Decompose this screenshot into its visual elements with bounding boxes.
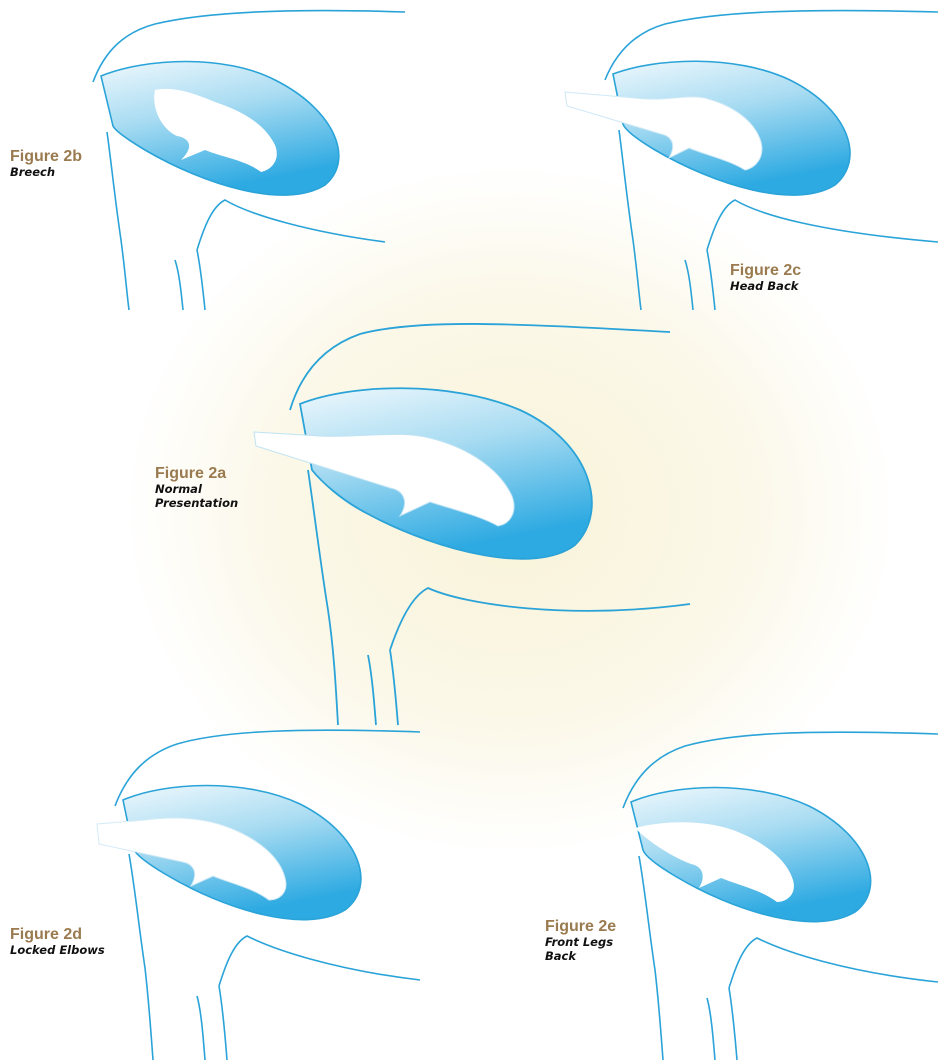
figure-title: Figure 2a bbox=[155, 465, 238, 483]
figure-2e-illustration bbox=[605, 732, 938, 1060]
figure-2b-caption: Figure 2b Breech bbox=[10, 148, 82, 180]
figure-title: Figure 2b bbox=[10, 148, 82, 166]
figure-subtitle: Head Back bbox=[730, 280, 801, 293]
cow-leg-outline bbox=[197, 200, 385, 250]
cow-leg-outline-2 bbox=[197, 986, 227, 1060]
cow-leg-outline-2 bbox=[368, 650, 398, 725]
figure-title: Figure 2d bbox=[10, 926, 105, 944]
cow-leg-outline bbox=[219, 936, 420, 986]
cow-belly-outline bbox=[129, 854, 153, 1060]
cow-leg-outline bbox=[729, 938, 938, 988]
cow-belly-outline bbox=[639, 856, 663, 1060]
cow-leg-outline bbox=[390, 588, 690, 650]
cow-leg-outline bbox=[707, 200, 938, 250]
figure-2a-illustration bbox=[250, 320, 695, 725]
cow-leg-outline-2 bbox=[175, 250, 205, 310]
figure-subtitle: Normal Presentation bbox=[155, 483, 238, 509]
figure-subtitle: Front Legs Back bbox=[545, 936, 616, 962]
figure-2a-caption: Figure 2a Normal Presentation bbox=[155, 465, 238, 510]
cow-leg-outline-2 bbox=[685, 250, 715, 310]
figure-title: Figure 2e bbox=[545, 918, 616, 936]
cow-leg-outline-2 bbox=[707, 988, 737, 1060]
figure-2e-caption: Figure 2e Front Legs Back bbox=[545, 918, 616, 963]
figure-2d-illustration bbox=[95, 728, 420, 1060]
cow-belly-outline bbox=[308, 470, 338, 725]
figure-2b-illustration bbox=[85, 10, 415, 310]
figure-2d-caption: Figure 2d Locked Elbows bbox=[10, 926, 105, 958]
figure-2c-caption: Figure 2c Head Back bbox=[730, 262, 801, 294]
cow-belly-outline bbox=[107, 132, 129, 310]
cow-belly-outline bbox=[619, 130, 641, 310]
figure-title: Figure 2c bbox=[730, 262, 801, 280]
figure-subtitle: Locked Elbows bbox=[10, 944, 105, 957]
figure-subtitle: Breech bbox=[10, 166, 82, 179]
